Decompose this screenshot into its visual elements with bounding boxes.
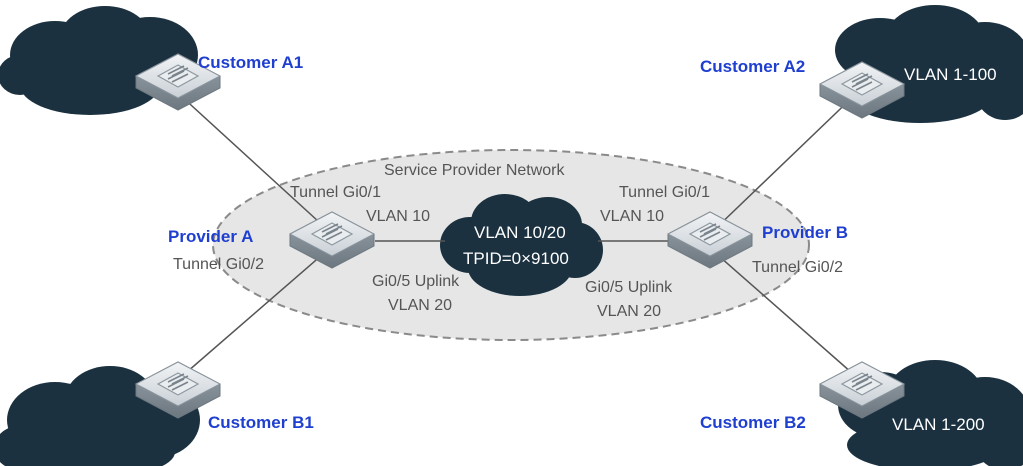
label-customer-a1: Customer A1 [198,53,303,72]
label-provider-b-tunnel1-vlan: VLAN 10 [600,208,664,225]
cloud-customer-b1 [0,366,200,466]
link-a1-provider-a [179,94,331,233]
label-provider-b-tunnel1: Tunnel Gi0/1 [619,184,710,201]
label-core-tpid: TPID=0×9100 [463,249,569,268]
label-customer-a2: Customer A2 [700,57,805,76]
label-provider-b-tunnel2: Tunnel Gi0/2 [752,259,843,276]
link-b1-provider-a [179,247,331,379]
label-core-vlan: VLAN 10/20 [474,223,566,242]
cloud-customer-a1 [0,6,198,115]
label-provider-a-uplink-vlan: VLAN 20 [388,297,452,314]
label-provider-b-uplink: Gi0/5 Uplink [585,279,673,296]
label-customer-b2: Customer B2 [700,413,806,432]
label-provider-a: Provider A [168,227,253,246]
cloud-core [440,194,603,296]
label-customer-a2-vlan: VLAN 1-100 [904,65,997,84]
label-provider-a-tunnel1: Tunnel Gi0/1 [290,184,381,201]
label-customer-b2-vlan: VLAN 1-200 [892,415,985,434]
links [179,89,861,381]
label-customer-b1: Customer B1 [208,413,314,432]
label-provider-a-tunnel1-vlan: VLAN 10 [366,208,430,225]
label-provider-a-tunnel2: Tunnel Gi0/2 [173,256,264,273]
link-provider-b-b2 [711,249,861,381]
label-provider-b: Provider B [762,223,848,242]
link-provider-b-a2 [711,89,861,233]
label-provider-a-uplink: Gi0/5 Uplink [372,273,460,290]
label-provider-b-uplink-vlan: VLAN 20 [597,303,661,320]
label-network-title: Service Provider Network [384,162,566,179]
